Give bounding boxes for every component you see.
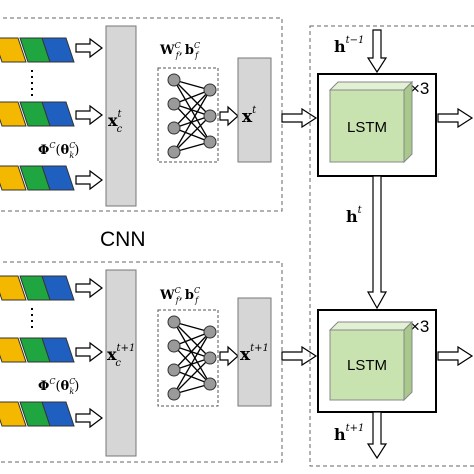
top-fc-neuron bbox=[167, 97, 181, 111]
h-mid-label: ht bbox=[346, 205, 363, 226]
bottom-fc-connection bbox=[173, 321, 211, 359]
top-fc-connection bbox=[173, 79, 211, 117]
bottom-fc-out-arrow bbox=[219, 345, 239, 367]
top-lstm-out-arrow bbox=[437, 107, 474, 129]
bottom-fc-network bbox=[167, 315, 217, 401]
top-fc-out-arrow bbox=[219, 105, 239, 127]
top-card-stack-1 bbox=[0, 37, 75, 63]
top-fc-neuron bbox=[203, 109, 217, 123]
top-fc-neuron bbox=[203, 83, 217, 97]
top-xt-label: xt bbox=[242, 105, 257, 127]
top-fc-neuron bbox=[203, 135, 217, 149]
h-next-arrow bbox=[366, 411, 388, 460]
bottom-fc-connection bbox=[173, 331, 211, 395]
bottom-xt-label: xt+1 bbox=[240, 343, 269, 365]
top-lstm-label: LSTM bbox=[347, 119, 387, 136]
bottom-fc-neuron bbox=[203, 325, 217, 339]
top-fc-connection bbox=[173, 79, 211, 143]
bottom-fc-connection bbox=[173, 331, 211, 371]
top-lstm-cell: LSTM bbox=[328, 80, 414, 164]
bottom-lstm-times: ×3 bbox=[410, 317, 429, 336]
bottom-cnn-dashed-frame bbox=[0, 261, 283, 463]
top-xt-column bbox=[237, 57, 272, 163]
bottom-to-lstm-arrow bbox=[281, 345, 318, 367]
bottom-fc-neuron bbox=[167, 315, 181, 329]
bottom-fc-neuron bbox=[203, 351, 217, 365]
bottom-fc-neuron bbox=[167, 363, 181, 377]
bottom-card-stack-2 bbox=[0, 337, 75, 363]
bottom-lstm-out-arrow bbox=[437, 345, 474, 367]
h-prev-arrow bbox=[366, 29, 388, 74]
bottom-fc-dashed-box bbox=[157, 309, 219, 407]
top-fc-connection bbox=[173, 89, 211, 153]
top-fc-neuron bbox=[167, 145, 181, 159]
top-fc-neuron bbox=[167, 121, 181, 135]
top-fc-connection bbox=[173, 103, 211, 143]
top-cnn-dashed-frame bbox=[0, 17, 283, 212]
lstm-panel: ht−1 ×3 LSTM ht ×3 LSTM ht+ bbox=[309, 25, 474, 467]
cnn-label: CNN bbox=[100, 228, 146, 251]
bottom-card-stack-3 bbox=[0, 401, 75, 427]
top-fc-neuron bbox=[167, 73, 181, 87]
h-mid-arrow bbox=[366, 175, 388, 310]
top-fc-dashed-box bbox=[157, 67, 219, 163]
top-to-lstm-arrow bbox=[281, 107, 318, 129]
top-card-stack-2 bbox=[0, 101, 75, 127]
top-fc-connection bbox=[173, 89, 211, 129]
bottom-fc-connection bbox=[173, 345, 211, 385]
bottom-fc-neuron bbox=[167, 387, 181, 401]
bottom-lstm-cell: LSTM bbox=[328, 320, 414, 402]
bottom-fc-neuron bbox=[203, 377, 217, 391]
lstm-dashed-frame bbox=[309, 25, 474, 467]
bottom-input-arrows bbox=[75, 277, 103, 429]
top-input-arrows bbox=[75, 37, 103, 191]
bottom-card-stack-1 bbox=[0, 275, 75, 301]
bottom-xt-column bbox=[237, 297, 272, 407]
top-fc-network bbox=[167, 73, 217, 159]
bottom-fc-connection bbox=[173, 357, 211, 395]
bottom-fc-connection bbox=[173, 321, 211, 385]
bottom-lstm-label: LSTM bbox=[347, 357, 387, 374]
top-xc-column bbox=[105, 25, 137, 207]
h-prev-label: ht−1 bbox=[334, 35, 364, 56]
top-card-stack-3 bbox=[0, 165, 75, 191]
bottom-xc-column bbox=[105, 269, 137, 457]
h-next-label: ht+1 bbox=[334, 423, 364, 444]
top-lstm-times: ×3 bbox=[410, 79, 429, 98]
bottom-fc-neuron bbox=[167, 339, 181, 353]
top-fc-connection bbox=[173, 115, 211, 153]
